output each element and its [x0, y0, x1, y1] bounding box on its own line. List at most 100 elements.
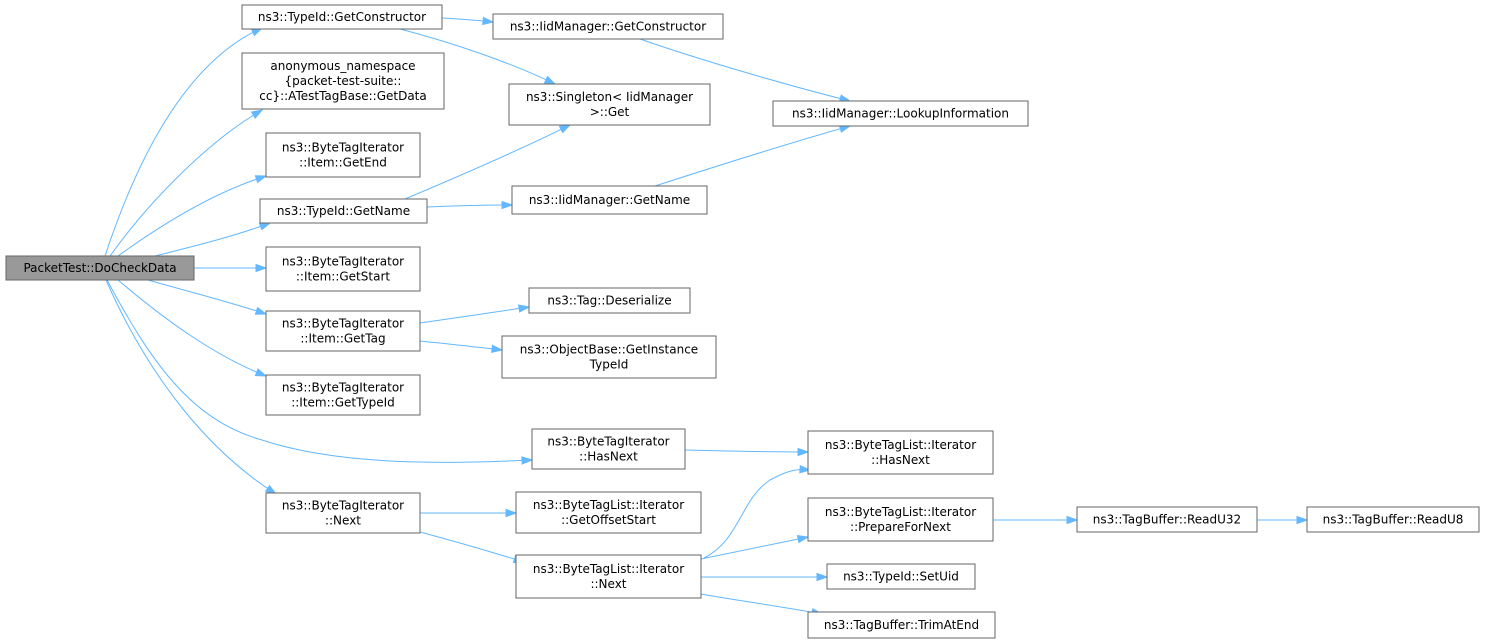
node-btl_hasnext[interactable]: ns3::ByteTagList::Iterator::HasNext	[807, 430, 994, 475]
arrow-head-icon	[799, 464, 812, 474]
node-label: ns3::IidManager::LookupInformation	[792, 107, 1009, 121]
node-label: ns3::TypeId::GetConstructor	[258, 10, 426, 24]
edge-line	[147, 279, 267, 315]
edge-btl_next-to-typeid_setuid	[701, 572, 829, 582]
node-label: ns3::ByteTagList::Iterator	[533, 562, 684, 576]
edge-root-to-bti_next	[105, 279, 278, 495]
node-box	[515, 491, 702, 534]
node-box	[807, 611, 996, 639]
arrow-head-icon	[250, 109, 264, 119]
edge-btl_next-to-btl_preparefornext	[700, 535, 810, 560]
node-label: ns3::ByteTagIterator	[547, 435, 669, 449]
arrow-head-icon	[501, 200, 514, 210]
node-label: ns3::ByteTagIterator	[282, 317, 404, 331]
arrow-head-icon	[1296, 515, 1309, 525]
edge-line	[700, 536, 809, 560]
node-iidmanager_getname[interactable]: ns3::IidManager::GetName	[511, 185, 708, 215]
edge-typeid_getname-to-iidmanager_getname	[426, 200, 514, 210]
arrow-head-icon	[254, 175, 268, 184]
node-label: ::HasNext	[579, 450, 638, 464]
arrow-head-icon	[558, 124, 572, 134]
node-item_gettypeid[interactable]: ns3::ByteTagIterator::Item::GetTypeId	[265, 374, 421, 416]
node-tagbuffer_readu32[interactable]: ns3::TagBuffer::ReadU32	[1076, 506, 1258, 533]
node-box	[501, 335, 717, 379]
edge-typeid_getconstructor-to-singleton_get	[399, 28, 557, 85]
node-box	[528, 287, 691, 314]
arrow-head-icon	[254, 306, 268, 315]
edge-line	[700, 593, 823, 615]
node-label: {packet-test-suite::	[285, 74, 402, 88]
node-label: ::GetOffsetStart	[561, 513, 656, 527]
arrow-head-icon	[255, 263, 268, 273]
edge-root-to-item_gettag	[147, 279, 268, 315]
node-typeid_getname[interactable]: ns3::TypeId::GetName	[259, 198, 428, 224]
edge-root-to-item_getend	[117, 175, 268, 257]
node-label: ns3::ObjectBase::GetInstance	[520, 343, 698, 357]
edge-btl_preparefornext-to-tagbuffer_readu32	[993, 515, 1079, 525]
node-label: ns3::Tag::Deserialize	[547, 294, 671, 308]
edge-bti_hasnext-to-btl_hasnext	[684, 447, 810, 457]
node-box	[1306, 506, 1480, 533]
node-tagbuffer_trimatend[interactable]: ns3::TagBuffer::TrimAtEnd	[807, 611, 996, 639]
node-iidmanager_lookupinformation[interactable]: ns3::IidManager::LookupInformation	[772, 100, 1029, 127]
node-box	[531, 428, 686, 470]
node-btl_next[interactable]: ns3::ByteTagList::Iterator::Next	[515, 554, 702, 599]
node-typeid_setuid[interactable]: ns3::TypeId::SetUid	[826, 563, 976, 590]
node-item_getstart[interactable]: ns3::ByteTagIterator::Item::GetStart	[265, 246, 421, 292]
node-atesttagbase_getdata[interactable]: anonymous_namespace{packet-test-suite::c…	[241, 52, 445, 110]
node-box	[265, 492, 421, 534]
node-box	[265, 132, 421, 178]
arrow-head-icon	[505, 508, 518, 518]
node-tagbuffer_readu8[interactable]: ns3::TagBuffer::ReadU8	[1306, 506, 1480, 533]
node-label: ns3::TagBuffer::ReadU32	[1093, 513, 1241, 527]
node-item_gettag[interactable]: ns3::ByteTagIterator::Item::GetTag	[265, 310, 421, 352]
node-label: ::Item::GetStart	[296, 270, 390, 284]
node-tag_deserialize[interactable]: ns3::Tag::Deserialize	[528, 287, 691, 314]
node-bti_next[interactable]: ns3::ByteTagIterator::Next	[265, 492, 421, 534]
node-label: ns3::TypeId::SetUid	[843, 570, 959, 584]
node-singleton_get[interactable]: ns3::Singleton< IidManager>::Get	[508, 83, 711, 126]
node-label: ns3::IidManager::GetConstructor	[510, 20, 706, 34]
node-label: ::HasNext	[871, 453, 930, 467]
node-item_getend[interactable]: ns3::ByteTagIterator::Item::GetEnd	[265, 132, 421, 178]
node-root: PacketTest::DoCheckData	[5, 255, 195, 281]
arrow-head-icon	[254, 368, 268, 377]
edge-root-to-item_getstart	[194, 263, 268, 273]
node-label: ::Next	[325, 514, 361, 528]
node-box	[265, 246, 421, 292]
node-label: ::Item::GetTag	[300, 332, 385, 346]
node-typeid_getconstructor[interactable]: ns3::TypeId::GetConstructor	[241, 4, 443, 30]
edge-typeid_getconstructor-to-iidmanager_getconstructor	[441, 16, 495, 26]
node-box	[515, 554, 702, 599]
arrow-head-icon	[797, 447, 810, 457]
node-box	[5, 255, 195, 281]
edge-root-to-typeid_getconstructor	[104, 27, 264, 257]
edge-root-to-item_gettypeid	[117, 279, 268, 377]
node-label: ::PrepareForNext	[850, 520, 951, 534]
node-label: ns3::ByteTagIterator	[282, 141, 404, 155]
node-btl_getoffsetstart[interactable]: ns3::ByteTagList::Iterator::GetOffsetSta…	[515, 491, 702, 534]
node-label: >::Get	[590, 105, 630, 119]
edge-root-to-bti_hasnext	[106, 279, 534, 465]
node-box	[807, 497, 994, 542]
edge-line	[654, 125, 851, 187]
node-box	[265, 374, 421, 416]
node-btl_preparefornext[interactable]: ns3::ByteTagList::Iterator::PrepareForNe…	[807, 497, 994, 542]
node-iidmanager_getconstructor[interactable]: ns3::IidManager::GetConstructor	[492, 13, 724, 40]
node-label: ::Item::GetEnd	[299, 156, 387, 170]
edge-btl_next-to-btl_hasnext	[703, 464, 812, 559]
edge-tagbuffer_readu32-to-tagbuffer_readu8	[1257, 515, 1309, 525]
node-bti_hasnext[interactable]: ns3::ByteTagIterator::HasNext	[531, 428, 686, 470]
node-label: anonymous_namespace	[270, 59, 415, 73]
edge-line	[399, 28, 556, 85]
node-box	[508, 83, 711, 126]
arrow-head-icon	[543, 75, 557, 85]
edge-item_gettag-to-objectbase_getinstancetypeid	[419, 340, 504, 354]
edge-root-to-typeid_getname	[154, 222, 272, 257]
node-box	[511, 185, 708, 215]
arrow-head-icon	[258, 222, 272, 231]
node-box	[807, 430, 994, 475]
edge-line	[154, 222, 271, 257]
